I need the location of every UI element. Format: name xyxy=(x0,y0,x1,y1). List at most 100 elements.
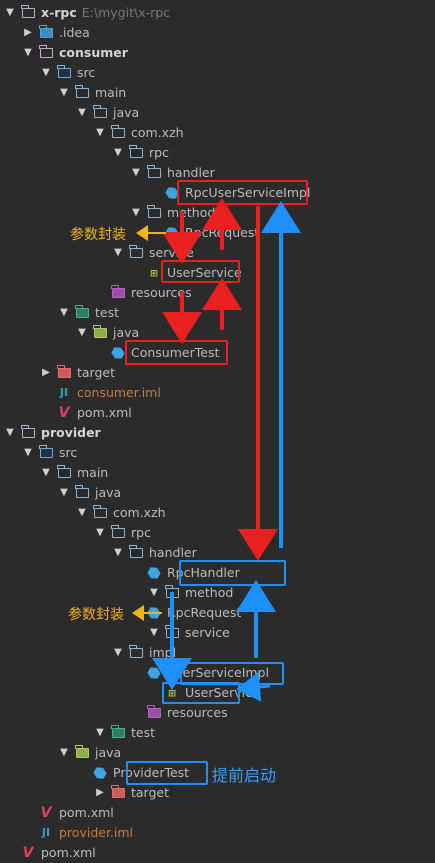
tree-item-label: ConsumerTest xyxy=(131,345,220,360)
tree-row[interactable]: ▶ .idea xyxy=(22,23,90,43)
tree-row[interactable]: resources xyxy=(130,703,228,723)
tree-spacer xyxy=(130,563,142,583)
tree-row[interactable]: ▼ service xyxy=(148,623,230,643)
tree-row[interactable]: RpcRequest xyxy=(130,603,241,623)
tree-item-label: java xyxy=(95,485,122,500)
tree-row[interactable]: ▼ src xyxy=(40,63,95,83)
maven-file-icon: V xyxy=(40,805,52,821)
tree-row[interactable]: ▼main xyxy=(58,83,126,103)
project-path: E:\mygit\x-rpc xyxy=(81,5,171,20)
tree-row[interactable]: RpcRequest xyxy=(148,223,259,243)
tree-row[interactable]: resources xyxy=(94,283,192,303)
tree-item-label: .idea xyxy=(59,25,90,40)
tree-row[interactable]: ProviderTest xyxy=(76,763,189,783)
class-icon xyxy=(164,223,180,243)
tree-item-label: RpcHandler xyxy=(167,565,240,580)
tree-row[interactable]: ▼impl xyxy=(112,643,176,663)
chevron-down-icon[interactable]: ▼ xyxy=(96,527,104,538)
tree-row[interactable]: ▼ com.xzh xyxy=(94,123,184,143)
tree-item-label: target xyxy=(131,785,170,800)
chevron-right-icon[interactable]: ▶ xyxy=(24,27,32,38)
tree-spacer xyxy=(22,803,34,823)
chevron-down-icon[interactable]: ▼ xyxy=(132,207,140,218)
chevron-right-icon[interactable]: ▶ xyxy=(42,367,50,378)
tree-item-label: src xyxy=(77,65,96,80)
tree-spacer xyxy=(94,283,106,303)
chevron-down-icon[interactable]: ▼ xyxy=(60,307,68,318)
annotation-consumer-param-wrap: 参数封装 xyxy=(70,227,126,243)
tree-item-label: com.xzh xyxy=(131,125,184,140)
package-icon xyxy=(110,523,126,543)
tree-row[interactable]: ▶target xyxy=(40,363,115,383)
test-java-folder-icon xyxy=(74,743,90,763)
tree-row[interactable]: ▼rpc xyxy=(94,523,151,543)
chevron-down-icon[interactable]: ▼ xyxy=(78,507,86,518)
chevron-down-icon[interactable]: ▼ xyxy=(6,7,14,18)
chevron-down-icon[interactable]: ▼ xyxy=(150,587,158,598)
chevron-down-icon[interactable]: ▼ xyxy=(78,107,86,118)
tree-row[interactable]: RpcUserServiceImpl xyxy=(148,183,310,203)
highlight-provider-user-service xyxy=(162,682,240,704)
tree-row[interactable]: ▼java xyxy=(58,743,121,763)
chevron-down-icon[interactable]: ▼ xyxy=(60,87,68,98)
tree-row[interactable]: ▼method xyxy=(148,583,233,603)
tree-item-label: consumer.iml xyxy=(77,385,161,400)
tree-row[interactable]: ▼com.xzh xyxy=(76,503,166,523)
tree-row[interactable]: JI consumer.iml xyxy=(40,383,161,403)
tree-item-label: test xyxy=(95,305,120,320)
package-icon xyxy=(128,143,144,163)
chevron-down-icon[interactable]: ▼ xyxy=(114,547,122,558)
chevron-down-icon[interactable]: ▼ xyxy=(96,727,104,738)
tree-row[interactable]: ▼ java xyxy=(58,483,121,503)
chevron-down-icon[interactable]: ▼ xyxy=(78,327,86,338)
chevron-down-icon[interactable]: ▼ xyxy=(150,627,158,638)
tree-row[interactable]: ▼consumer xyxy=(22,43,128,63)
tree-row[interactable]: ▼rpc xyxy=(112,143,169,163)
chevron-down-icon[interactable]: ▼ xyxy=(114,647,122,658)
tree-row[interactable]: ▼main xyxy=(40,463,108,483)
highlight-provider-test xyxy=(126,761,208,785)
tree-row[interactable]: ▼ test xyxy=(58,303,119,323)
tree-row[interactable]: ⊞UserService xyxy=(130,263,241,283)
chevron-down-icon[interactable]: ▼ xyxy=(114,247,122,258)
chevron-down-icon[interactable]: ▼ xyxy=(42,67,50,78)
chevron-down-icon[interactable]: ▼ xyxy=(42,467,50,478)
chevron-down-icon[interactable]: ▼ xyxy=(114,147,122,158)
chevron-down-icon[interactable]: ▼ xyxy=(6,427,14,438)
tree-row[interactable]: ▼test xyxy=(94,723,155,743)
tree-item-label: service xyxy=(185,625,230,640)
tree-row[interactable]: ▶ target xyxy=(94,783,169,803)
tree-row[interactable]: ▼handler xyxy=(130,163,215,183)
package-icon xyxy=(164,583,180,603)
annotation-provider-start-first: 提前启动 xyxy=(212,766,277,785)
tree-spacer xyxy=(130,603,142,623)
test-java-folder-icon xyxy=(92,323,108,343)
tree-item-label: provider xyxy=(41,425,101,440)
chevron-down-icon[interactable]: ▼ xyxy=(60,487,68,498)
tree-row[interactable]: RpcHandler xyxy=(130,563,240,583)
tree-spacer xyxy=(130,703,142,723)
chevron-down-icon[interactable]: ▼ xyxy=(24,447,32,458)
tree-row[interactable]: ConsumerTest xyxy=(94,343,219,363)
tree-row[interactable]: ▼handler xyxy=(112,543,197,563)
chevron-down-icon[interactable]: ▼ xyxy=(24,47,32,58)
tree-row[interactable]: ▼ provider xyxy=(4,423,101,443)
chevron-down-icon[interactable]: ▼ xyxy=(96,127,104,138)
tree-row[interactable]: ▼java xyxy=(76,103,139,123)
iml-file-icon: JI xyxy=(59,386,69,399)
chevron-down-icon[interactable]: ▼ xyxy=(132,167,140,178)
tree-row[interactable]: ▼method xyxy=(130,203,215,223)
folder-icon xyxy=(56,463,72,483)
tree-row[interactable]: ▼src xyxy=(22,443,77,463)
interface-icon: ⊞ xyxy=(168,686,176,700)
highlight-consumer-user-service xyxy=(161,260,240,283)
chevron-down-icon[interactable]: ▼ xyxy=(60,747,68,758)
tree-row[interactable]: ▼java xyxy=(76,323,139,343)
chevron-right-icon[interactable]: ▶ xyxy=(96,787,104,798)
